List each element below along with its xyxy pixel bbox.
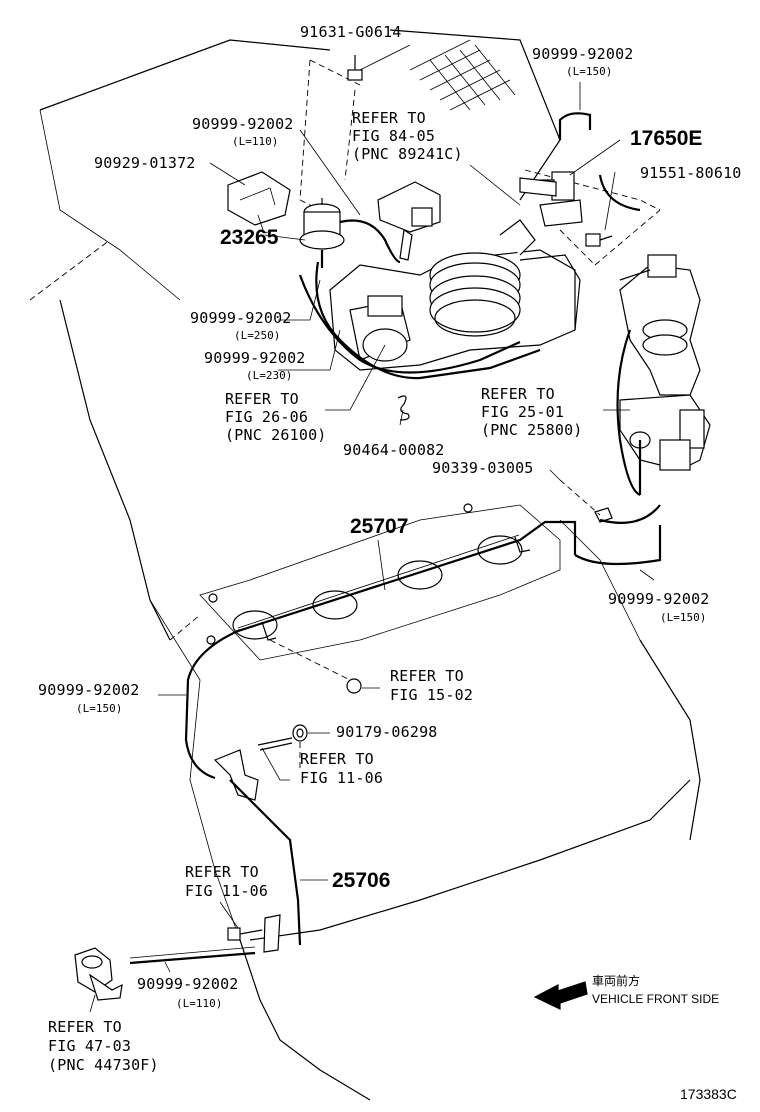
refer-25-01-line3: (PNC 25800) (481, 421, 583, 439)
throttle-body (329, 219, 581, 371)
bolt-91631 (347, 55, 363, 81)
bolt-91551 (585, 233, 613, 247)
relation-lines-lower (169, 614, 351, 770)
callout-90179: 90179-06298 (336, 723, 438, 741)
refer-84-05-line2: FIG 84-05 (352, 127, 436, 145)
hose-bottom (129, 946, 256, 965)
callout-17650e: 17650E (630, 127, 703, 150)
length-230: (L=230) (246, 369, 293, 382)
refer-15-02-line2: FIG 15-02 (390, 686, 474, 704)
bracket-90929 (227, 171, 291, 234)
vsv-17650e (519, 112, 641, 227)
callout-90999-top: 90999-92002 (532, 45, 634, 63)
leader-lines (89, 44, 655, 1013)
bolt-refer-11-06-lower (227, 927, 263, 941)
refer-84-05-line1: REFER TO (352, 109, 426, 127)
refer-26-06-line3: (PNC 26100) (225, 426, 327, 444)
callout-25706: 25706 (332, 869, 391, 892)
vehicle-front-arrow (533, 981, 588, 1010)
length-250: (L=250) (234, 329, 281, 342)
callout-90999-left: 90999-92002 (38, 681, 140, 699)
callout-90999-right: 90999-92002 (608, 590, 710, 608)
refer-26-06-line2: FIG 26-06 (225, 408, 309, 426)
nut-refer-15-02 (346, 678, 362, 694)
length-top: (L=150) (566, 65, 613, 78)
refer-25-01-line2: FIG 25-01 (481, 403, 565, 421)
length-right: (L=150) (660, 611, 707, 624)
egr-valve (616, 254, 711, 497)
sensor-89241c (377, 181, 441, 233)
callout-91631: 91631-G0614 (300, 23, 402, 41)
pipe-25706 (213, 749, 302, 953)
lower-manifold (199, 503, 561, 661)
refer-47-03-line2: FIG 47-03 (48, 1037, 132, 1055)
stud-bolt (257, 737, 293, 751)
relation-lines-upper (299, 59, 661, 266)
refer-11-06-a-line1: REFER TO (300, 750, 374, 768)
engine-outline (29, 39, 701, 1101)
refer-47-03-line3: (PNC 44730F) (48, 1056, 159, 1074)
refer-26-06-line1: REFER TO (225, 390, 299, 408)
refer-15-02-line1: REFER TO (390, 667, 464, 685)
callout-90999-230: 90999-92002 (204, 349, 306, 367)
callout-90339: 90339-03005 (432, 459, 534, 477)
callout-25707: 25707 (350, 515, 409, 538)
refer-84-05-line3: (PNC 89241C) (352, 145, 463, 163)
refer-25-01-line1: REFER TO (481, 385, 555, 403)
figure-id: 173383C (680, 1086, 737, 1102)
pipe-25707 (234, 520, 662, 641)
intake-manifold (389, 29, 561, 201)
clip-90464 (397, 395, 410, 421)
vsv-23265 (299, 198, 413, 264)
refer-47-03-line1: REFER TO (48, 1018, 122, 1036)
callout-90999-250: 90999-92002 (190, 309, 292, 327)
length-110: (L=110) (232, 135, 279, 148)
direction-japanese: 車両前方 (592, 974, 641, 988)
callout-90464: 90464-00082 (343, 441, 445, 459)
length-left: (L=150) (76, 702, 123, 715)
plug-90339 (559, 479, 661, 524)
callout-91551: 91551-80610 (640, 164, 742, 182)
callout-90929: 90929-01372 (94, 154, 196, 172)
length-bottom: (L=110) (176, 997, 223, 1010)
callout-90999-110: 90999-92002 (192, 115, 294, 133)
nut-90179 (292, 724, 308, 742)
callout-23265: 23265 (220, 226, 279, 249)
fitting-44730f (74, 947, 123, 1001)
refer-11-06-a-line2: FIG 11-06 (300, 769, 384, 787)
hose-left (184, 628, 241, 780)
direction-english: VEHICLE FRONT SIDE (592, 992, 720, 1006)
callout-90999-bottom: 90999-92002 (137, 975, 239, 993)
refer-11-06-b-line1: REFER TO (185, 863, 259, 881)
refer-11-06-b-line2: FIG 11-06 (185, 882, 269, 900)
